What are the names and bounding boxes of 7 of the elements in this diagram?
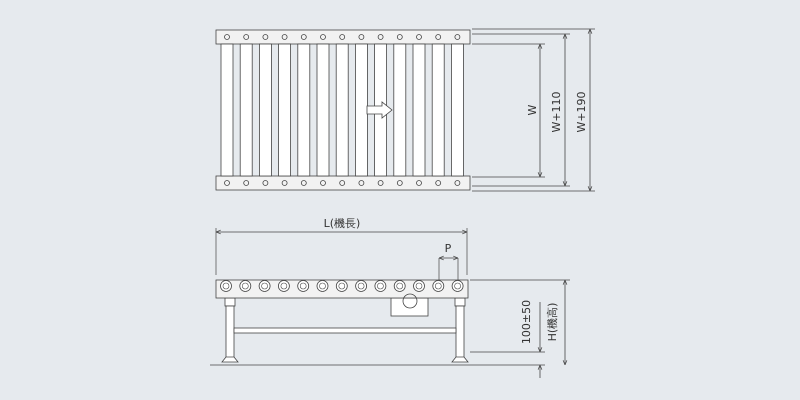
dimension-label: W+110 [551, 91, 563, 133]
dimension-label: H(機高) [547, 302, 559, 342]
dimension-label: 100±50 [521, 300, 533, 344]
dimension-label: W+190 [576, 91, 588, 133]
dimension-label: P [444, 243, 452, 255]
dimension-label: W [527, 104, 539, 116]
dimension-label: L(機長) [324, 218, 360, 230]
